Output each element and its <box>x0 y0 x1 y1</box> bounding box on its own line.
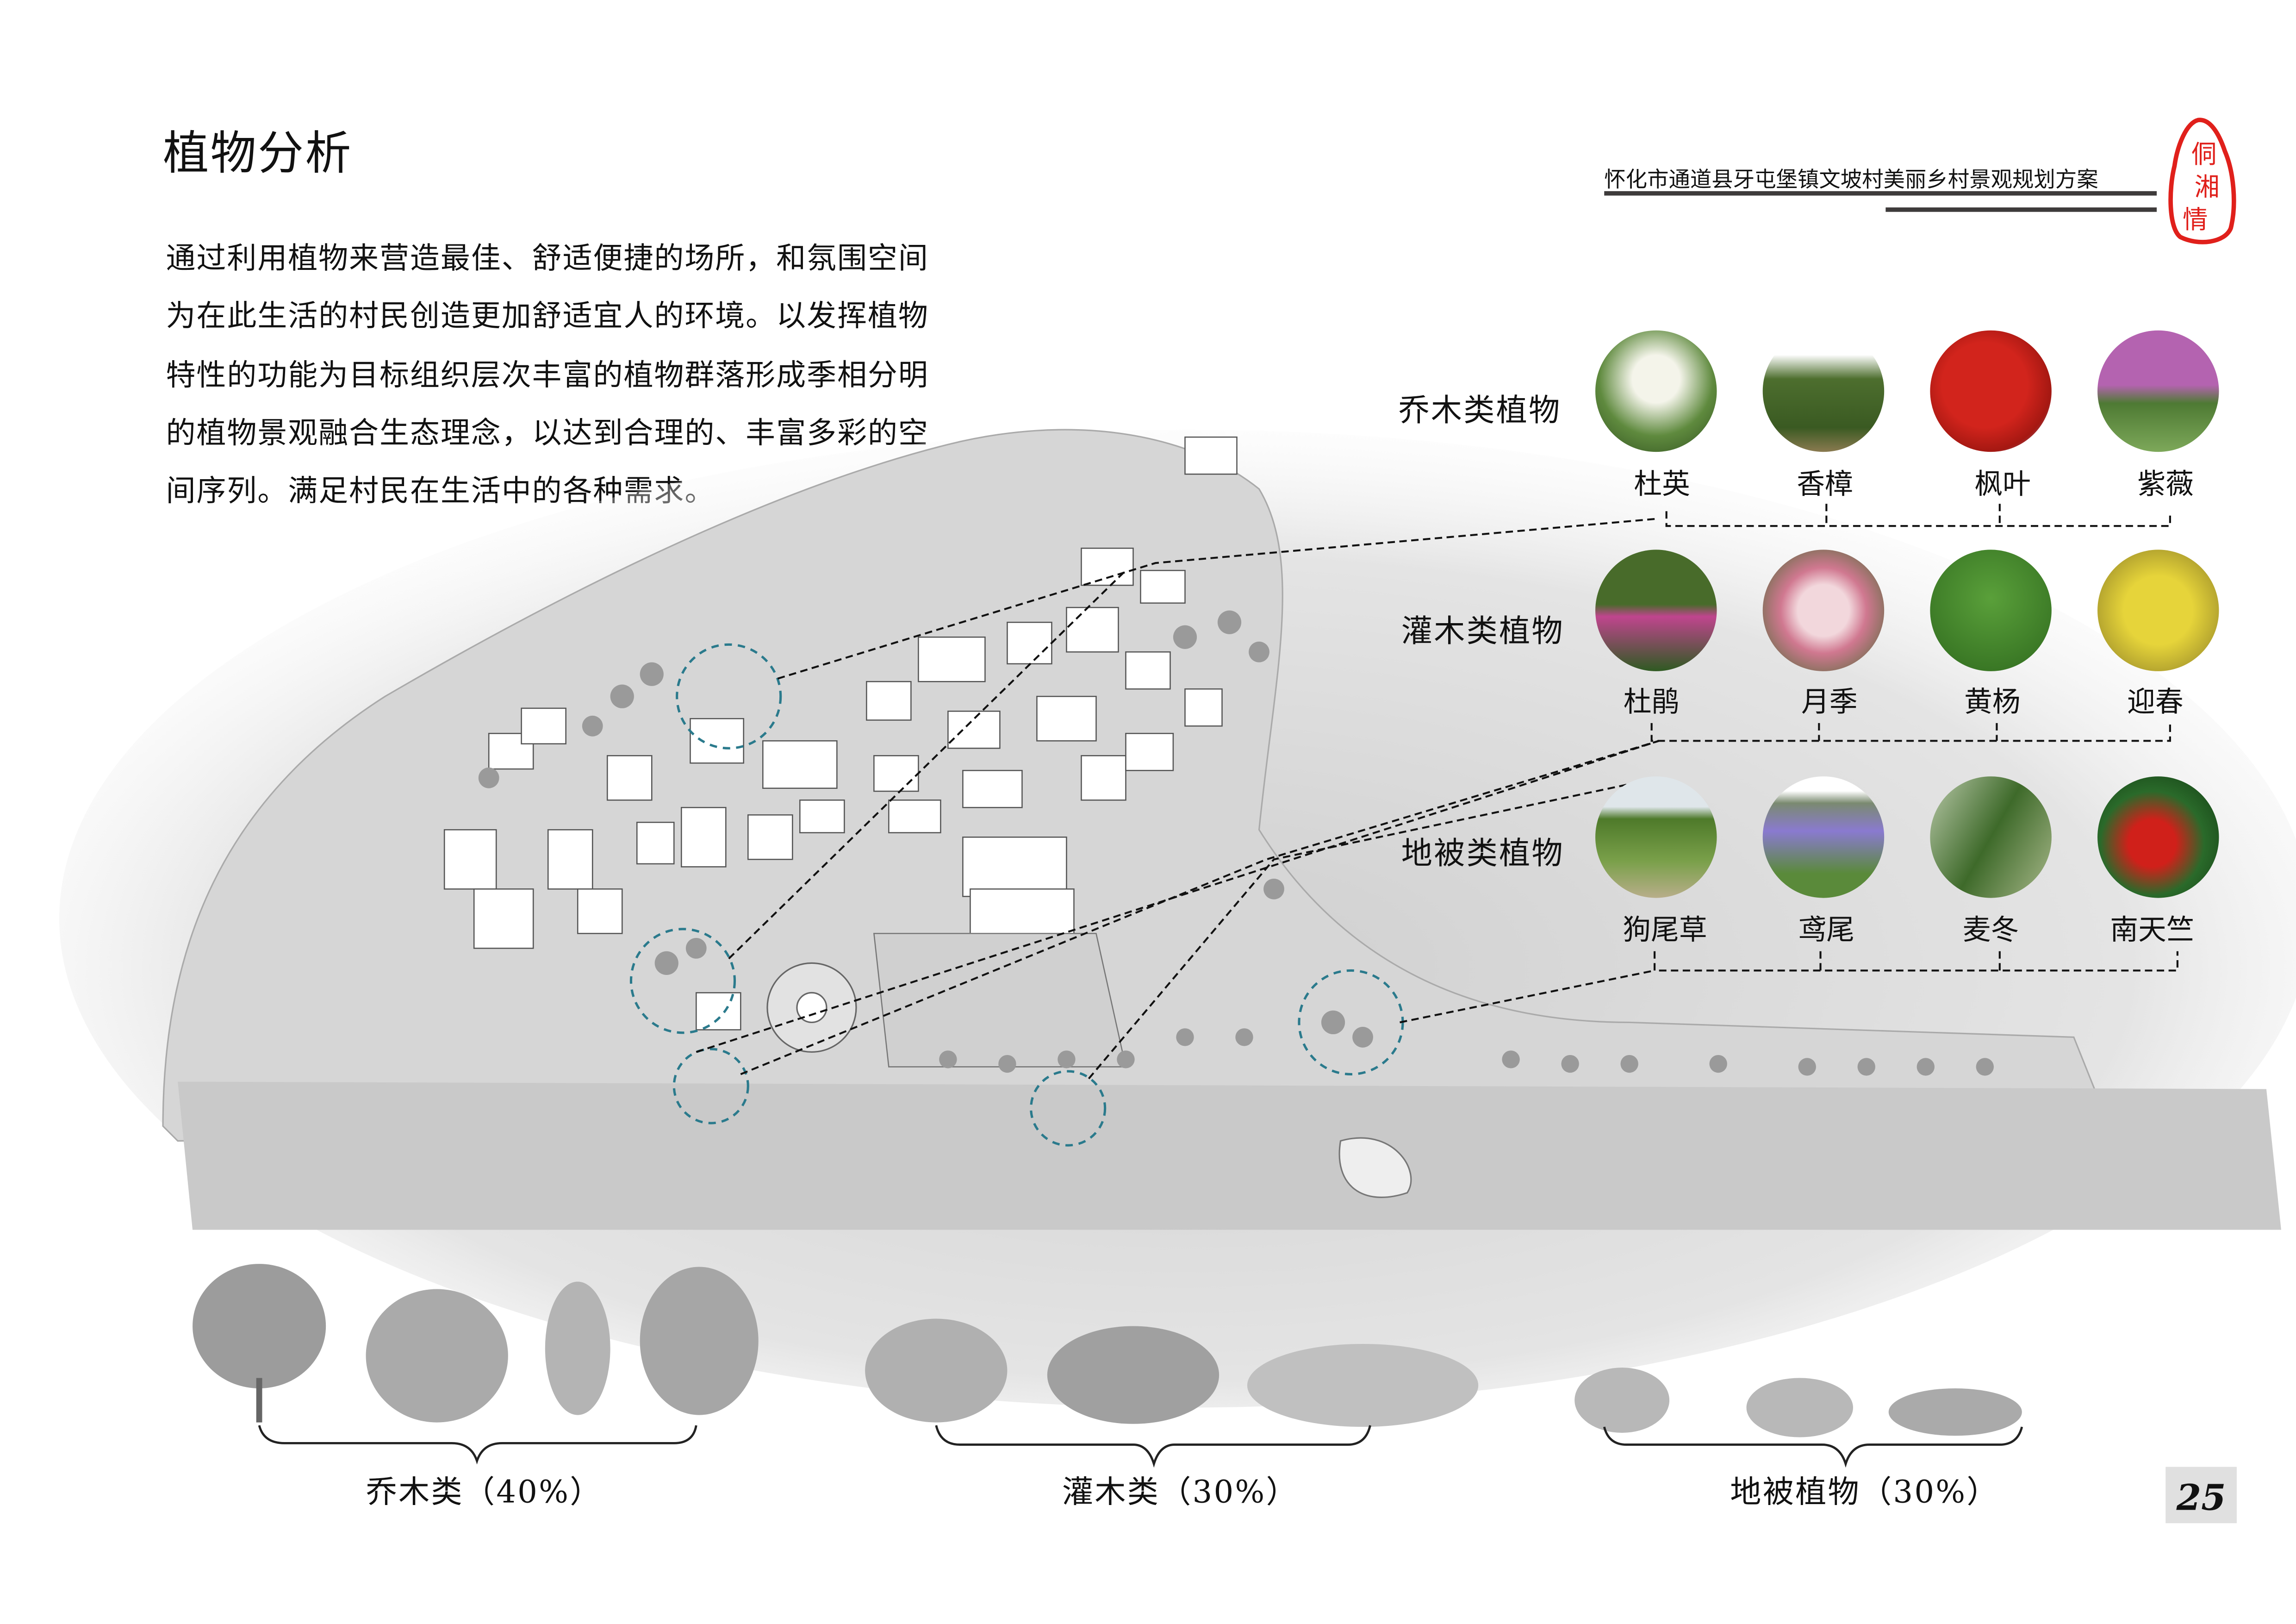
ratio-shrub-label: 灌木类（30%） <box>1062 1474 1299 1510</box>
photo-huang-yang <box>1930 550 2052 671</box>
intro-line: 的植物景观融合生态理念，以达到合理的、丰富多彩的空 <box>166 414 929 450</box>
svg-text:情: 情 <box>2183 205 2208 234</box>
photo-nan-tian-zhu <box>2097 776 2219 898</box>
plant-name: 杜英 <box>1634 468 1690 501</box>
photo-mai-dong <box>1930 776 2052 898</box>
photo-du-juan <box>1595 550 1717 671</box>
intro-line: 为在此生活的村民创造更加舒适宜人的环境。以发挥植物 <box>166 298 929 334</box>
tree-silhouettes <box>193 1264 759 1423</box>
plant-name: 鸢尾 <box>1798 914 1855 947</box>
ratio-groundcover-label: 地被植物（30%） <box>1730 1474 1999 1510</box>
plant-name: 狗尾草 <box>1623 914 1707 947</box>
photo-yuan-wei <box>1762 776 1885 898</box>
photo-feng-ye <box>1930 330 2052 452</box>
page-title: 植物分析 <box>163 127 353 181</box>
photo-zi-wei <box>2097 330 2219 452</box>
braces <box>258 1425 2023 1468</box>
seal-logo: 侗 湘 情 <box>2168 118 2236 244</box>
photo-xiang-zhang <box>1762 330 1885 452</box>
plant-name: 南天竺 <box>2110 914 2195 947</box>
svg-text:侗: 侗 <box>2191 139 2216 169</box>
intro-line: 特性的功能为目标组织层次丰富的植物群落形成季相分明 <box>166 356 929 392</box>
page-number: 25 <box>2165 1467 2237 1524</box>
project-title: 怀化市通道县牙屯堡镇文坡村美丽乡村景观规划方案 <box>1604 169 2098 193</box>
plant-name: 香樟 <box>1797 468 1853 501</box>
intro-line: 通过利用植物来营造最佳、舒适便捷的场所，和氛围空间 <box>166 240 929 276</box>
shrub-silhouettes <box>865 1318 1479 1427</box>
header-rule-long <box>1604 191 2157 196</box>
plant-name: 枫叶 <box>1974 468 2031 501</box>
plant-name: 黄杨 <box>1964 686 2021 719</box>
groundcover-silhouettes <box>1574 1368 2022 1437</box>
intro-paragraph: 通过利用植物来营造最佳、舒适便捷的场所，和氛围空间 为在此生活的村民创造更加舒适… <box>166 230 995 521</box>
ratio-tree-label: 乔木类（40%） <box>366 1474 603 1510</box>
svg-text:湘: 湘 <box>2195 172 2220 201</box>
leader-lines <box>696 504 2178 1080</box>
plant-name: 紫薇 <box>2137 468 2194 501</box>
plant-name: 杜鹃 <box>1623 686 1680 719</box>
category-tree-label: 乔木类植物 <box>1398 393 1562 428</box>
buildings <box>443 436 1238 1031</box>
plant-name: 月季 <box>1801 686 1858 719</box>
plant-name: 迎春 <box>2127 686 2184 719</box>
photo-gou-wei-cao <box>1595 776 1717 898</box>
river <box>178 1081 2281 1230</box>
header-rule-short <box>1885 207 2157 212</box>
tree-canopies <box>478 610 1994 1076</box>
category-shrub-label: 灌木类植物 <box>1401 613 1564 649</box>
photo-du-ying <box>1595 330 1717 452</box>
plant-name: 麦冬 <box>1962 914 2019 947</box>
photo-yue-ji <box>1762 550 1885 671</box>
category-groundcover-label: 地被类植物 <box>1401 836 1564 871</box>
photo-ying-chun <box>2097 550 2219 671</box>
